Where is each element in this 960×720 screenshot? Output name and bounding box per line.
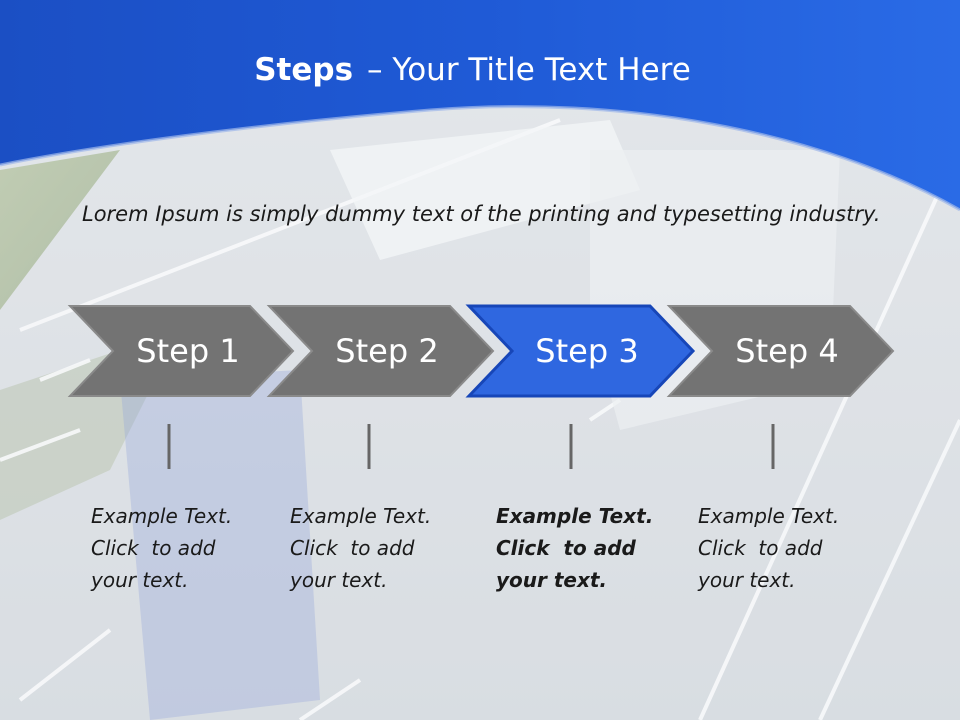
step-1-chevron[interactable]: [67, 305, 295, 397]
step-3-note-line3: your text.: [496, 568, 608, 592]
step-2-chevron[interactable]: [266, 305, 495, 397]
step-4-chevron[interactable]: [666, 305, 895, 397]
step-3-note-line1: Example Text.: [496, 504, 654, 528]
title-bold: Steps: [254, 52, 354, 88]
step-1-note-line1: Example Text.: [91, 504, 233, 528]
step-2-note-line2: Click to add: [290, 536, 415, 560]
step-2-note[interactable]: Example Text. Click to add your text.: [290, 500, 470, 596]
step-3-note[interactable]: Example Text. Click to add your text.: [496, 500, 676, 596]
step-1-note-line3: your text.: [91, 568, 189, 592]
step-1-label[interactable]: Step 1: [136, 332, 240, 370]
step-2-note-line3: your text.: [290, 568, 388, 592]
step-3-chevron[interactable]: [465, 304, 696, 398]
step-4-note-line3: your text.: [698, 568, 796, 592]
step-1-note-line2: Click to add: [91, 536, 216, 560]
step-1-note[interactable]: Example Text. Click to add your text.: [91, 500, 271, 596]
lead-text: Lorem Ipsum is simply dummy text of the …: [82, 202, 881, 226]
step-4-note[interactable]: Example Text. Click to add your text.: [698, 500, 878, 596]
step-3-note-line2: Click to add: [496, 536, 636, 560]
step-2-label[interactable]: Step 2: [335, 332, 439, 370]
step-4-label[interactable]: Step 4: [735, 332, 839, 370]
slide-title: Steps – Your Title Text Here: [0, 52, 945, 88]
step-2-note-line1: Example Text.: [290, 504, 432, 528]
step-4-note-line1: Example Text.: [698, 504, 840, 528]
step-3-label[interactable]: Step 3: [535, 332, 639, 370]
title-rest: – Your Title Text Here: [367, 52, 691, 88]
step-4-note-line2: Click to add: [698, 536, 823, 560]
